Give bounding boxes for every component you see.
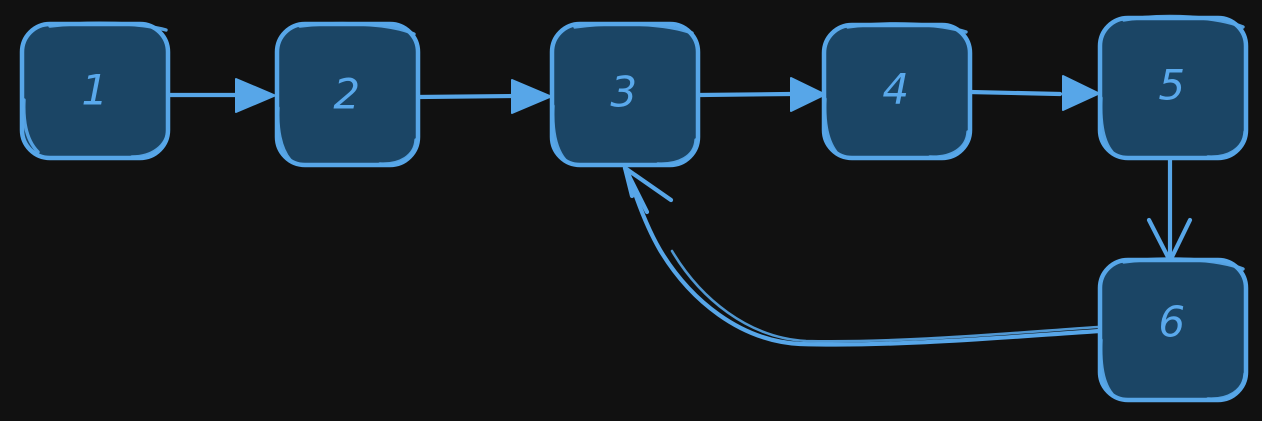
node-3-sketch-overstroke xyxy=(551,22,698,166)
edge-5-to-6-arrowhead-right xyxy=(1167,217,1193,264)
edge-5-to-6[interactable] xyxy=(1146,155,1193,264)
node-4-label: 4 xyxy=(882,65,909,114)
node-1[interactable]: 1 xyxy=(19,21,171,161)
node-1-label: 1 xyxy=(81,66,108,115)
edge-4-to-5-path xyxy=(967,89,1063,97)
node-3[interactable]: 3 xyxy=(549,21,701,168)
node-2[interactable]: 2 xyxy=(274,21,421,168)
node-2-label: 2 xyxy=(333,70,360,119)
node-1-sketch-overstroke xyxy=(22,21,170,159)
node-6-label: 6 xyxy=(1158,298,1185,347)
edge-3-to-4-arrowhead xyxy=(790,77,826,112)
edge-1-to-2-arrowhead xyxy=(235,78,276,113)
edge-6-to-3-arrowhead-right xyxy=(622,165,674,203)
node-5-sketch-overstroke xyxy=(1099,14,1247,159)
edge-6-to-3-arrowhead-mid xyxy=(622,165,635,199)
node-2-sketch-overstroke xyxy=(276,21,418,166)
edge-3-to-4-path xyxy=(697,91,793,98)
edge-3-to-4[interactable] xyxy=(697,77,826,112)
edge-1-to-2[interactable] xyxy=(165,78,276,113)
edge-6-to-3-sketch-overstroke xyxy=(670,249,1100,343)
edge-4-to-5[interactable] xyxy=(967,75,1100,111)
node-3-label: 3 xyxy=(610,68,637,117)
edge-6-to-3[interactable] xyxy=(622,165,1103,347)
edge-5-to-6-arrowhead-left xyxy=(1146,217,1173,264)
node-6-sketch-overstroke xyxy=(1099,257,1247,401)
node-4[interactable]: 4 xyxy=(821,22,973,161)
edge-2-to-3[interactable] xyxy=(415,79,552,114)
node-5[interactable]: 5 xyxy=(1097,14,1249,161)
edge-2-to-3-path xyxy=(415,93,518,100)
edge-2-to-3-arrowhead xyxy=(511,79,552,114)
node-6[interactable]: 6 xyxy=(1097,257,1249,403)
node-4-sketch-overstroke xyxy=(823,22,970,159)
edge-6-to-3-path xyxy=(625,169,1103,347)
edge-4-to-5-arrowhead xyxy=(1062,75,1100,111)
node-5-label: 5 xyxy=(1158,61,1185,110)
